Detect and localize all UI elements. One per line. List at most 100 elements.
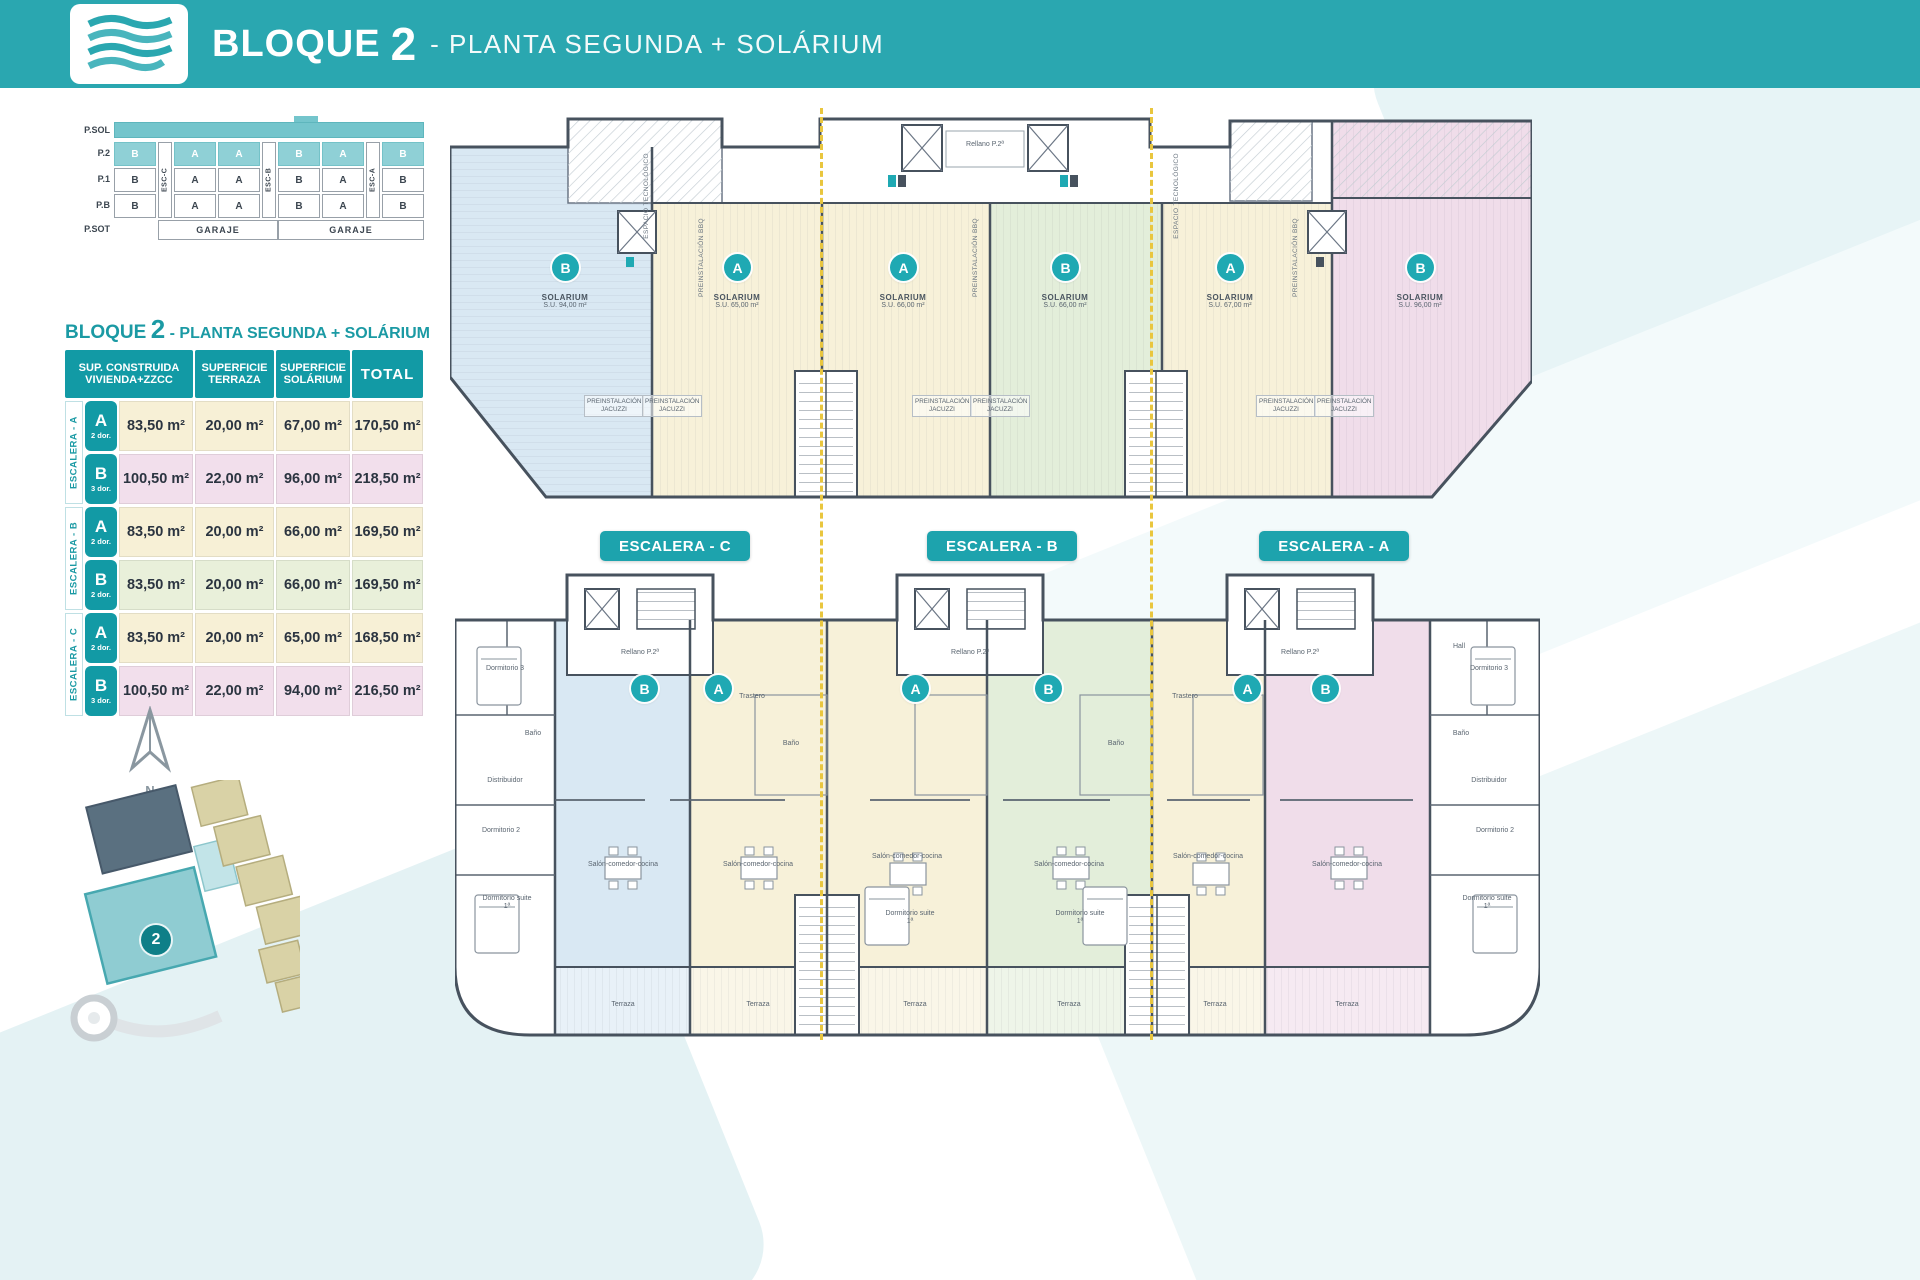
solarium-bump <box>294 116 318 123</box>
stack-cell: B <box>278 142 320 166</box>
cell-solarium: 94,00 m² <box>276 666 350 716</box>
stack-cell: A <box>218 142 260 166</box>
cell-total: 169,50 m² <box>352 560 423 610</box>
escalera-a-pill: ESCALERA - A <box>1259 531 1409 561</box>
room-label-dorm3: Dormitorio 3 <box>485 665 525 672</box>
unit-badge: B 2 dor. <box>85 560 117 610</box>
table-row: A 2 dor. 83,50 m² 20,00 m² 67,00 m² 170,… <box>85 401 423 451</box>
room-label-suite: Dormitorio suite 1ª <box>482 895 532 911</box>
jacuzzi-label: PREINSTALACIÓN JACUZZI <box>912 395 972 417</box>
room-label-terraza: Terraza <box>1203 1001 1227 1008</box>
unit-circle: B <box>1407 254 1434 281</box>
escalera-b-pill: ESCALERA - B <box>927 531 1077 561</box>
unit-circle: A <box>1217 254 1244 281</box>
solarium-bar <box>114 122 424 138</box>
floor-label: P.1 <box>97 174 110 184</box>
second-floor-plan: B A A B A B Salón-comedor-cocina Salón-c… <box>453 565 1542 1040</box>
room-label-hall: Hall <box>1452 643 1466 650</box>
jacuzzi-label: PREINSTALACIÓN JACUZZI <box>970 395 1030 417</box>
bbq-label: PREINSTALACIÓN BBQ <box>1292 218 1299 297</box>
unit-badge: B 3 dor. <box>85 666 117 716</box>
room-label-suite: Dormitorio suite 1ª <box>1462 895 1512 911</box>
solarium-plan-drawing <box>448 117 1534 499</box>
landing-label: Rellano P.2ª <box>1281 649 1319 656</box>
room-label-bano: Baño <box>524 730 542 737</box>
cell-terraza: 22,00 m² <box>195 666 274 716</box>
solarium-area-label: SOLARIUM S.U. 66,00 m² <box>1041 293 1089 309</box>
title-block: BLOQUE <box>212 22 381 65</box>
cell-terraza: 20,00 m² <box>195 613 274 663</box>
title-subtitle: - PLANTA SEGUNDA + SOLÁRIUM <box>430 28 885 59</box>
site-plan <box>60 774 321 1055</box>
unit-circle: B <box>1035 675 1062 702</box>
cell-total: 170,50 m² <box>352 401 423 451</box>
stack-cell: B <box>278 168 320 192</box>
room-label-distribuidor: Distribuidor <box>487 777 523 784</box>
room-label-salon: Salón-comedor-cocina <box>722 861 794 868</box>
title-number: 2 <box>390 18 417 70</box>
section-divider-dashed-line <box>1150 108 1153 1040</box>
unit-circle: B <box>1052 254 1079 281</box>
tech-space-label: ESPACIO TECNOLÓGICO <box>643 153 650 239</box>
cell-terraza: 20,00 m² <box>195 560 274 610</box>
stack-cell: A <box>174 142 216 166</box>
cell-solarium: 66,00 m² <box>276 560 350 610</box>
unit-circle: A <box>890 254 917 281</box>
table-title-number: 2 <box>150 314 166 344</box>
room-label-dorm2: Dormitorio 2 <box>1475 827 1515 834</box>
areas-table: BLOQUE 2 - PLANTA SEGUNDA + SOLÁRIUM SUP… <box>65 314 430 719</box>
stack-cell: B <box>382 168 424 192</box>
room-label-bano: Baño <box>1452 730 1470 737</box>
unit-badge: B 3 dor. <box>85 454 117 504</box>
header-bar: BLOQUE 2 - PLANTA SEGUNDA + SOLÁRIUM <box>0 0 1920 88</box>
cell-total: 168,50 m² <box>352 613 423 663</box>
landing-label: Rellano P.2ª <box>951 649 989 656</box>
solarium-area-label: SOLARIUM S.U. 94,00 m² <box>541 293 589 309</box>
cell-solarium: 67,00 m² <box>276 401 350 451</box>
group-label-escalera-b: ESCALERA - B <box>65 507 83 610</box>
stack-cell: B <box>114 194 156 218</box>
table-title-block: BLOQUE <box>65 322 147 343</box>
room-label-salon: Salón-comedor-cocina <box>871 853 943 860</box>
bbq-label: PREINSTALACIÓN BBQ <box>972 218 979 297</box>
unit-badge: A 2 dor. <box>85 401 117 451</box>
cell-terraza: 22,00 m² <box>195 454 274 504</box>
solarium-area-label: SOLARIUM S.U. 66,00 m² <box>879 293 927 309</box>
unit-circle: A <box>1234 675 1261 702</box>
room-label-trastero: Trastero <box>1172 693 1198 700</box>
table-title: BLOQUE 2 - PLANTA SEGUNDA + SOLÁRIUM <box>65 314 430 345</box>
cell-construida: 100,50 m² <box>119 666 193 716</box>
cell-solarium: 66,00 m² <box>276 507 350 557</box>
cell-total: 169,50 m² <box>352 507 423 557</box>
cell-construida: 83,50 m² <box>119 613 193 663</box>
block-number-badge: 2 <box>141 925 171 955</box>
room-label-terraza: Terraza <box>746 1001 770 1008</box>
room-label-suite: Dormitorio suite 1ª <box>885 910 935 926</box>
room-label-dorm3: Dormitorio 3 <box>1469 665 1509 672</box>
page-title: BLOQUE 2 - PLANTA SEGUNDA + SOLÁRIUM <box>212 0 884 88</box>
wave-logo-icon <box>87 15 173 71</box>
cell-total: 218,50 m² <box>352 454 423 504</box>
stack-cell: A <box>322 168 364 192</box>
group-label-escalera-a: ESCALERA - A <box>65 401 83 504</box>
room-label-terraza: Terraza <box>611 1001 635 1008</box>
jacuzzi-label: PREINSTALACIÓN JACUZZI <box>642 395 702 417</box>
floor-label: P.2 <box>97 148 110 158</box>
table-row: B 2 dor. 83,50 m² 20,00 m² 66,00 m² 169,… <box>85 560 423 610</box>
north-arrow: N <box>118 704 182 798</box>
compass-icon <box>128 704 172 773</box>
stack-cell: A <box>322 142 364 166</box>
unit-circle: A <box>705 675 732 702</box>
col-header-construida: SUP. CONSTRUIDA VIVIENDA+ZZCC <box>65 350 193 398</box>
room-label-salon: Salón-comedor-cocina <box>1311 861 1383 868</box>
floor-label: P.SOT <box>84 224 110 234</box>
table-row: A 2 dor. 83,50 m² 20,00 m² 65,00 m² 168,… <box>85 613 423 663</box>
stack-cell: B <box>382 142 424 166</box>
jacuzzi-label: PREINSTALACIÓN JACUZZI <box>1314 395 1374 417</box>
escalera-c-pill: ESCALERA - C <box>600 531 750 561</box>
jacuzzi-label: PREINSTALACIÓN JACUZZI <box>1256 395 1316 417</box>
cell-total: 216,50 m² <box>352 666 423 716</box>
unit-badge: A 2 dor. <box>85 613 117 663</box>
cell-terraza: 20,00 m² <box>195 507 274 557</box>
